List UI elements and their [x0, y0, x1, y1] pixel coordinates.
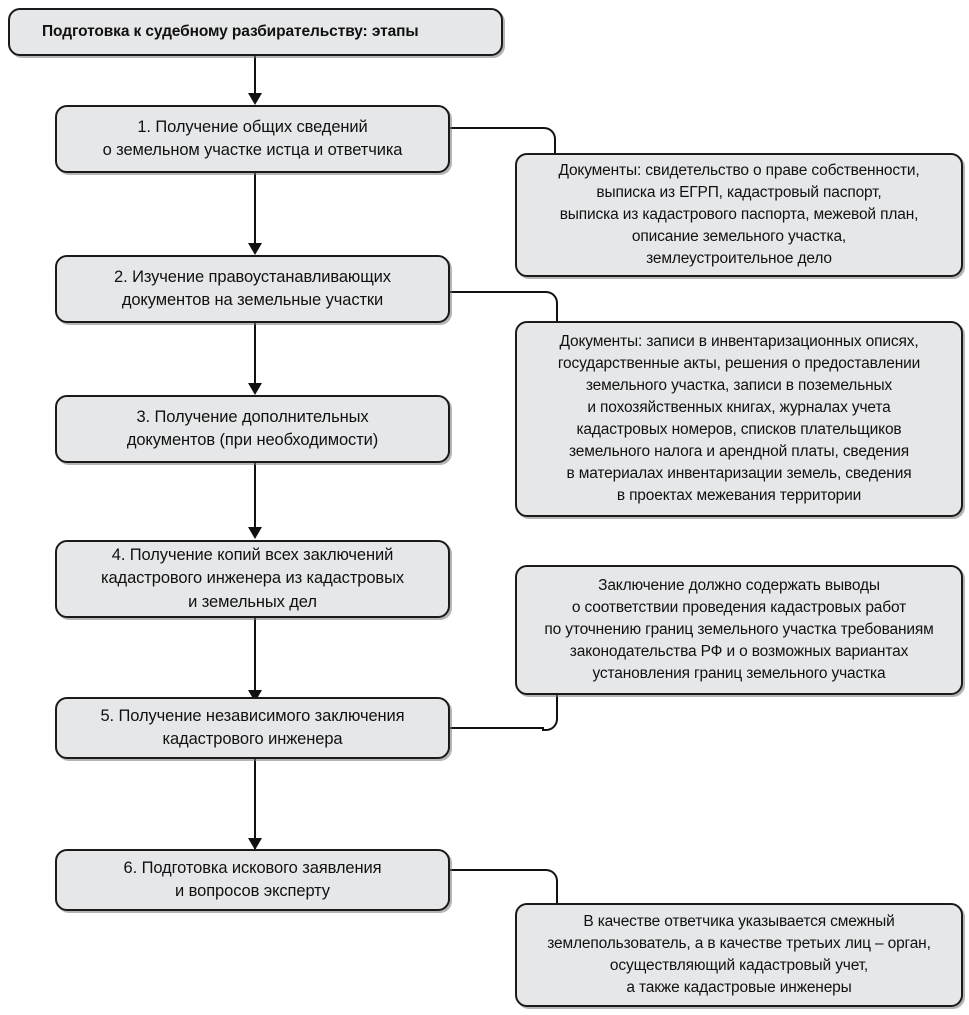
arrowhead-title-to-step-1	[248, 93, 262, 105]
connector-step-1-to-step-2	[254, 173, 256, 245]
connector-step-2-to-note-2-horizontal	[450, 291, 544, 293]
note-node-3-label: Заключение должно содержать выводы о соо…	[544, 577, 934, 682]
step-node-3-label: 3. Получение дополнительных документов (…	[126, 407, 379, 449]
arrowhead-step-1-to-step-2	[248, 243, 262, 255]
note-node-3[interactable]: Заключение должно содержать выводы о соо…	[515, 565, 963, 695]
diagram-title-text: Подготовка к судебному разбирательству: …	[42, 23, 419, 40]
step-node-4-label: 4. Получение копий всех заключений кадас…	[100, 545, 405, 611]
arrowhead-step-3-to-step-4	[248, 527, 262, 539]
connector-step-2-to-note-2-elbow	[542, 291, 558, 325]
connector-step-6-to-note-4-elbow	[542, 869, 558, 907]
connector-title-to-step-1	[254, 56, 256, 96]
connector-step-6-to-note-4-horizontal	[450, 869, 544, 871]
connector-step-2-to-step-3	[254, 323, 256, 385]
diagram-title-box: Подготовка к судебному разбирательству: …	[8, 8, 503, 56]
connector-step-1-to-note-1-elbow	[540, 127, 556, 157]
connector-step-5-to-note-3-elbow	[542, 695, 558, 731]
note-node-4[interactable]: В качестве ответчика указывается смежный…	[515, 903, 963, 1007]
step-node-1[interactable]: 1. Получение общих сведений о земельном …	[55, 105, 450, 173]
step-node-5[interactable]: 5. Получение независимого заключения кад…	[55, 697, 450, 759]
step-node-5-label: 5. Получение независимого заключения кад…	[100, 706, 405, 748]
step-node-6-label: 6. Подготовка искового заявления и вопро…	[123, 858, 382, 900]
step-node-4[interactable]: 4. Получение копий всех заключений кадас…	[55, 540, 450, 618]
arrowhead-step-5-to-step-6	[248, 838, 262, 850]
connector-step-3-to-step-4	[254, 463, 256, 531]
step-node-1-label: 1. Получение общих сведений о земельном …	[102, 117, 403, 159]
note-node-1[interactable]: Документы: свидетельство о праве собстве…	[515, 153, 963, 277]
connector-step-5-to-note-3-horizontal	[450, 727, 544, 729]
note-node-2[interactable]: Документы: записи в инвентаризационных о…	[515, 321, 963, 517]
step-node-2-label: 2. Изучение правоустанавливающих докумен…	[114, 267, 391, 309]
step-node-3[interactable]: 3. Получение дополнительных документов (…	[55, 395, 450, 463]
connector-step-4-to-step-5	[254, 618, 256, 696]
step-node-2[interactable]: 2. Изучение правоустанавливающих докумен…	[55, 255, 450, 323]
connector-step-1-to-note-1-horizontal	[450, 127, 542, 129]
note-node-1-label: Документы: свидетельство о праве собстве…	[558, 162, 920, 267]
connector-step-5-to-step-6	[254, 759, 256, 851]
step-node-6[interactable]: 6. Подготовка искового заявления и вопро…	[55, 849, 450, 911]
note-node-4-label: В качестве ответчика указывается смежный…	[547, 913, 931, 996]
arrowhead-step-2-to-step-3	[248, 383, 262, 395]
note-node-2-label: Документы: записи в инвентаризационных о…	[557, 333, 921, 504]
